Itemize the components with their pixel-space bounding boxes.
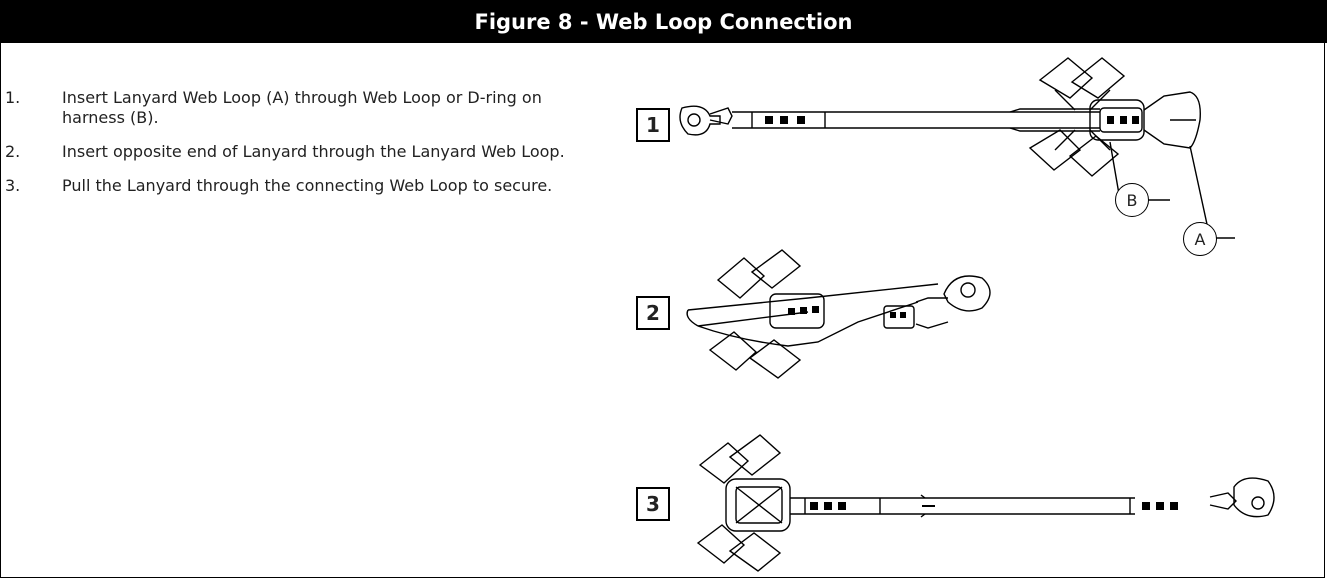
callout-a: A — [1183, 222, 1217, 256]
step-number: 2. — [5, 142, 21, 161]
instruction-step-3: 3. Pull the Lanyard through the connecti… — [0, 176, 600, 196]
step-number: 3. — [5, 176, 21, 195]
step-number: 1. — [5, 88, 21, 107]
illustration-label-2: 2 — [636, 296, 670, 330]
lanyard-illustration-3 — [696, 434, 1275, 572]
illustration-label-1: 1 — [636, 108, 670, 142]
step-text: Insert opposite end of Lanyard through t… — [62, 142, 565, 161]
lanyard-illustration-2 — [686, 249, 991, 379]
callout-b: B — [1115, 183, 1149, 217]
step-text: Insert Lanyard Web Loop (A) through Web … — [62, 88, 542, 127]
instruction-step-1: 1. Insert Lanyard Web Loop (A) through W… — [0, 88, 600, 128]
lanyard-illustration-1 — [679, 57, 1235, 239]
instruction-step-2: 2. Insert opposite end of Lanyard throug… — [0, 142, 600, 162]
illustration-label-3: 3 — [636, 487, 670, 521]
instruction-list: 1. Insert Lanyard Web Loop (A) through W… — [0, 88, 600, 210]
step-text: Pull the Lanyard through the connecting … — [62, 176, 553, 195]
figure-title: Figure 8 - Web Loop Connection — [0, 0, 1327, 43]
